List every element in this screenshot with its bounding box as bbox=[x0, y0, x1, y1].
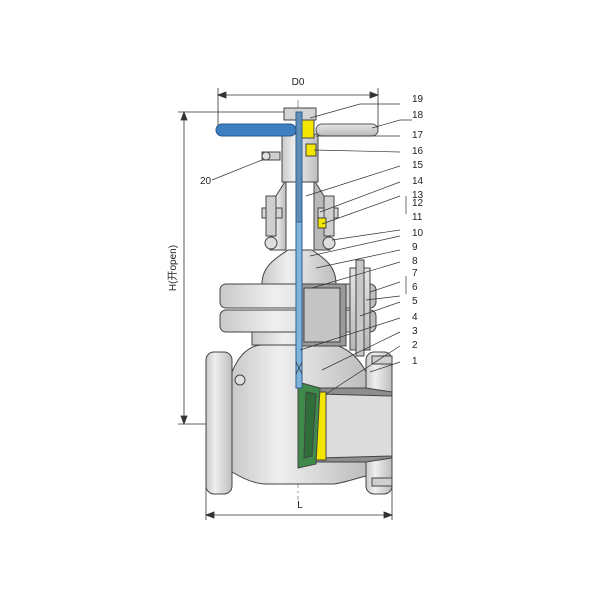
part-8: 8 bbox=[412, 256, 418, 267]
part-4: 4 bbox=[412, 312, 418, 323]
handwheel bbox=[215, 123, 379, 137]
part-7: 7 bbox=[412, 268, 418, 279]
body-boss bbox=[234, 374, 246, 386]
part-12: 12 bbox=[412, 198, 424, 209]
part-15: 15 bbox=[412, 160, 424, 171]
eyebolt-eye-left bbox=[264, 236, 278, 250]
dimension-l bbox=[204, 480, 394, 520]
body-cutaway bbox=[297, 381, 393, 469]
part-18: 18 bbox=[412, 110, 424, 121]
stem-thread bbox=[295, 111, 303, 223]
bonnet-stud bbox=[355, 259, 365, 357]
handwheel-bar-left bbox=[215, 123, 297, 137]
stem bbox=[295, 111, 303, 389]
grease-nipple bbox=[261, 151, 271, 161]
dimension-l-label: L bbox=[297, 500, 303, 511]
eyebolt-eye-right bbox=[322, 236, 336, 250]
part-20: 20 bbox=[200, 176, 212, 187]
part-9: 9 bbox=[412, 242, 418, 253]
flange-bolt bbox=[371, 477, 393, 487]
eyebolt-left bbox=[265, 195, 277, 237]
part-3: 3 bbox=[412, 326, 418, 337]
part-16: 16 bbox=[412, 146, 424, 157]
bonnet-cavity bbox=[303, 287, 341, 343]
part-6: 6 bbox=[412, 282, 418, 293]
part-10: 10 bbox=[412, 228, 424, 239]
handwheel-bar-right bbox=[315, 123, 379, 137]
stem-nut bbox=[301, 117, 315, 139]
leader-lines bbox=[211, 103, 412, 395]
part-5: 5 bbox=[412, 296, 418, 307]
part-11: 11 bbox=[412, 212, 423, 223]
wedge-face bbox=[303, 391, 317, 459]
part-13: 13 bbox=[412, 190, 424, 201]
part-1: 1 bbox=[412, 356, 418, 367]
dimension-d0 bbox=[216, 88, 380, 132]
dimension-h-label: H(开open) bbox=[168, 245, 179, 291]
dimension-d0-label: D0 bbox=[292, 77, 305, 88]
yoke bbox=[261, 133, 339, 251]
dimension-h bbox=[178, 110, 300, 426]
part-2: 2 bbox=[412, 340, 418, 351]
part-17: 17 bbox=[412, 130, 424, 141]
gland-bushing bbox=[317, 217, 327, 229]
part-19: 19 bbox=[412, 94, 424, 105]
part-14: 14 bbox=[412, 176, 424, 187]
bore-passage bbox=[317, 393, 393, 459]
part-labels: 19 18 17 16 15 14 13 12 11 10 9 8 7 6 5 … bbox=[200, 94, 424, 367]
left-flange bbox=[205, 351, 233, 495]
flange-bolt bbox=[371, 355, 393, 365]
eyebolt-right bbox=[323, 195, 335, 237]
